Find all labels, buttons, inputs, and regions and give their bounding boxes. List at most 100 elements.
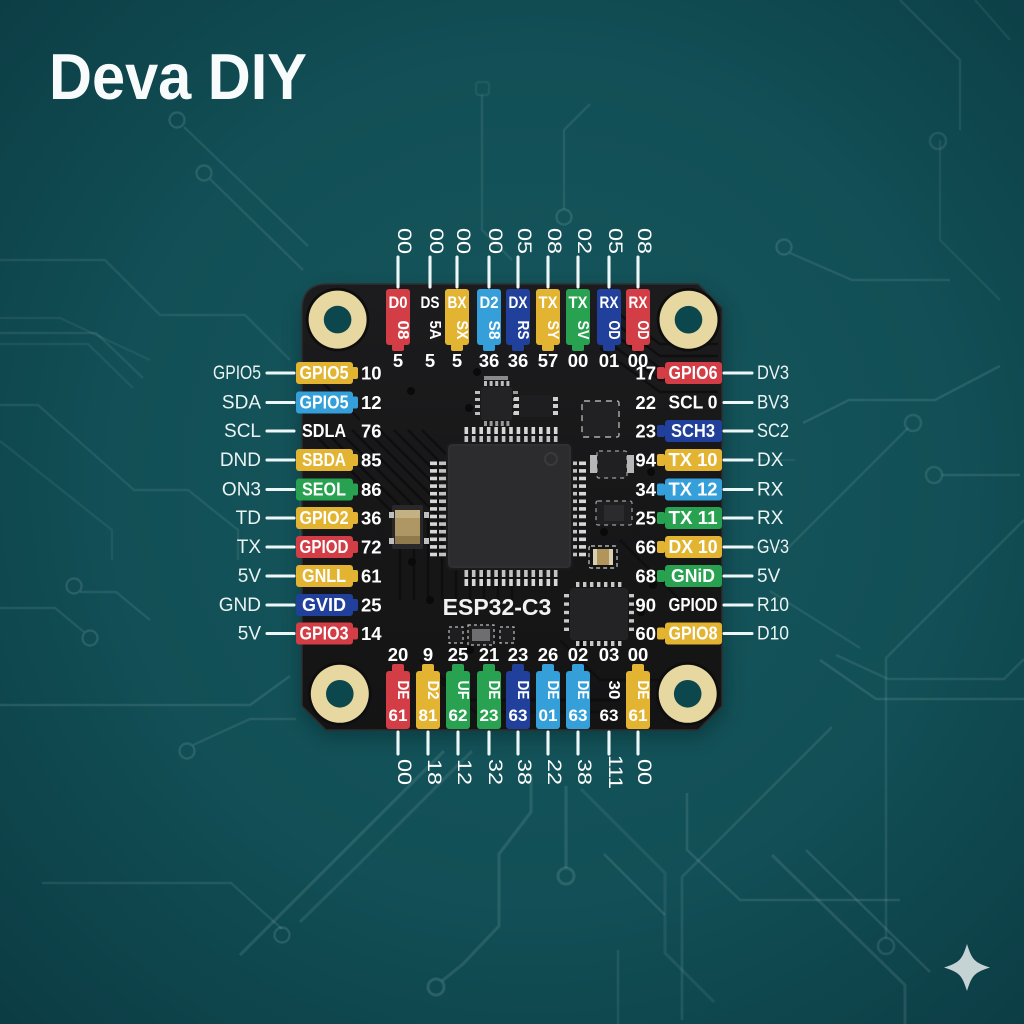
svg-text:D2: D2	[424, 681, 441, 700]
svg-text:26: 26	[538, 644, 559, 665]
svg-text:BX: BX	[448, 293, 468, 312]
svg-text:GPIO2: GPIO2	[300, 507, 349, 528]
svg-text:62: 62	[449, 706, 468, 725]
svg-text:SCL: SCL	[224, 421, 261, 442]
svg-text:00: 00	[568, 350, 589, 371]
svg-text:GPIO6: GPIO6	[669, 362, 718, 383]
svg-text:GNLL: GNLL	[302, 565, 346, 586]
svg-text:38: 38	[573, 759, 595, 785]
svg-text:02: 02	[573, 228, 595, 254]
svg-text:60: 60	[635, 623, 656, 644]
svg-text:SDLA: SDLA	[302, 420, 346, 441]
svg-text:5: 5	[425, 350, 435, 371]
svg-text:61: 61	[361, 566, 382, 587]
svg-text:SC2: SC2	[757, 421, 789, 442]
svg-text:08: 08	[543, 228, 565, 254]
svg-text:23: 23	[508, 644, 529, 665]
svg-text:18: 18	[423, 759, 445, 785]
svg-text:76: 76	[361, 421, 382, 442]
svg-text:08: 08	[394, 321, 411, 340]
svg-text:SV: SV	[574, 321, 591, 340]
svg-text:01: 01	[599, 350, 620, 371]
svg-text:9: 9	[423, 644, 433, 665]
svg-text:SBDA: SBDA	[302, 449, 346, 470]
svg-text:S8: S8	[485, 321, 502, 340]
svg-text:30: 30	[605, 681, 622, 700]
svg-text:GPIO5: GPIO5	[300, 392, 349, 413]
svg-text:GPIO5: GPIO5	[213, 363, 261, 384]
svg-text:R10: R10	[757, 595, 789, 616]
svg-text:10: 10	[361, 363, 382, 384]
svg-text:DE: DE	[394, 681, 411, 700]
svg-text:25: 25	[635, 508, 656, 529]
svg-text:12: 12	[453, 759, 475, 785]
svg-text:DX: DX	[509, 293, 529, 312]
svg-text:SX: SX	[453, 321, 470, 340]
svg-text:23: 23	[480, 706, 499, 725]
svg-text:Deva DIY: Deva DIY	[49, 40, 307, 113]
svg-text:90: 90	[635, 595, 656, 616]
svg-text:ON3: ON3	[222, 480, 261, 501]
svg-text:5V: 5V	[757, 566, 781, 587]
svg-text:D2: D2	[480, 293, 499, 312]
svg-text:SDA: SDA	[222, 393, 261, 414]
svg-text:GVID: GVID	[302, 594, 346, 615]
svg-text:63: 63	[569, 706, 588, 725]
svg-text:14: 14	[361, 623, 382, 644]
svg-text:OD: OD	[634, 321, 651, 340]
svg-text:DE: DE	[485, 681, 502, 700]
svg-text:32: 32	[484, 759, 506, 785]
svg-text:SCH3: SCH3	[671, 420, 715, 441]
svg-text:GV3: GV3	[757, 537, 789, 558]
svg-text:20: 20	[388, 644, 409, 665]
svg-text:63: 63	[509, 706, 528, 725]
svg-text:SY: SY	[544, 321, 561, 340]
svg-text:21: 21	[479, 644, 500, 665]
svg-text:5: 5	[452, 350, 462, 371]
svg-text:61: 61	[629, 706, 648, 725]
svg-text:DE: DE	[514, 681, 531, 700]
svg-text:34: 34	[635, 479, 656, 500]
svg-text:DX 10: DX 10	[669, 536, 718, 557]
svg-text:05: 05	[513, 228, 535, 254]
svg-text:22: 22	[543, 759, 565, 785]
svg-text:36: 36	[361, 508, 382, 529]
svg-text:UF: UF	[454, 681, 471, 700]
svg-text:5V: 5V	[238, 566, 262, 587]
svg-text:SCL 0: SCL 0	[669, 392, 718, 413]
svg-text:TX 10: TX 10	[669, 449, 718, 470]
svg-text:23: 23	[635, 421, 656, 442]
svg-text:GPIOD: GPIOD	[300, 536, 349, 557]
svg-text:TX 12: TX 12	[669, 479, 718, 500]
svg-text:5V: 5V	[238, 624, 262, 645]
svg-text:111: 111	[604, 755, 626, 789]
svg-text:94: 94	[635, 450, 656, 471]
svg-text:BV3: BV3	[757, 393, 789, 414]
svg-text:RX: RX	[757, 508, 784, 529]
svg-text:36: 36	[479, 350, 500, 371]
svg-text:GPIO8: GPIO8	[669, 623, 718, 644]
svg-text:OD: OD	[605, 321, 622, 340]
svg-text:DE: DE	[634, 681, 651, 700]
svg-text:TX: TX	[237, 537, 262, 558]
svg-text:00: 00	[484, 228, 506, 254]
svg-text:5: 5	[393, 350, 403, 371]
svg-text:85: 85	[361, 450, 382, 471]
svg-text:D0: D0	[389, 293, 408, 312]
svg-text:RX: RX	[757, 480, 784, 501]
svg-text:00: 00	[393, 228, 415, 254]
svg-text:86: 86	[361, 479, 382, 500]
svg-text:RX: RX	[600, 293, 620, 312]
svg-text:00: 00	[628, 644, 649, 665]
svg-text:12: 12	[361, 392, 382, 413]
svg-text:02: 02	[568, 644, 589, 665]
svg-text:DX: DX	[757, 450, 784, 471]
svg-text:RX: RX	[629, 293, 649, 312]
svg-text:36: 36	[508, 350, 529, 371]
svg-text:TX 11: TX 11	[669, 507, 718, 528]
svg-text:TX: TX	[569, 293, 589, 312]
svg-text:D10: D10	[757, 624, 789, 645]
svg-text:GPIOD: GPIOD	[669, 594, 718, 615]
svg-text:38: 38	[513, 759, 535, 785]
svg-text:22: 22	[635, 392, 656, 413]
